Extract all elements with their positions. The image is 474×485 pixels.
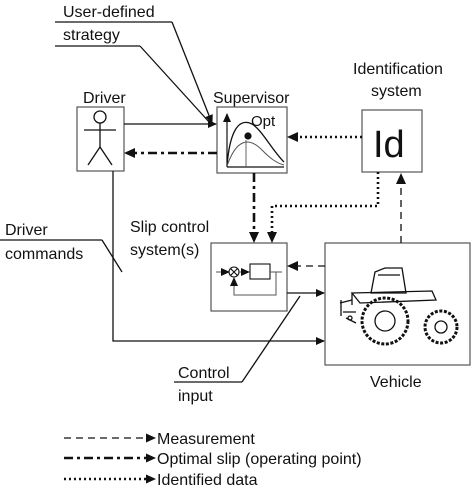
controller-block [249, 263, 271, 280]
slip-curve-icon [223, 113, 285, 168]
supervisor-title: Supervisor [213, 90, 290, 107]
id-label: Id [373, 124, 405, 166]
control-input-label: Control [178, 365, 230, 382]
id-to-slip-arrowhead [267, 232, 277, 243]
vehicle-to-id-arrowhead [396, 173, 406, 184]
driver-commands-leader [101, 239, 123, 273]
vehicle-title: Vehicle [370, 374, 422, 391]
strategy-label: strategy [63, 27, 120, 44]
control-input-leader [241, 295, 301, 383]
slip-control-box [210, 242, 288, 312]
control-input-label-2: input [178, 388, 213, 405]
slip-control-title: Slip control [130, 219, 209, 236]
driver-to-vehicle-arrow [112, 171, 325, 345]
user-strategy-leader-1 [171, 21, 213, 124]
driver-commands-label: Driver [5, 222, 48, 239]
user-strategy-leader-2 [139, 45, 211, 124]
slip-control-title-2: system(s) [130, 242, 199, 259]
vehicle-box [324, 242, 471, 366]
id-to-supervisor-arrowhead [287, 132, 298, 142]
supervisor-to-slip-arrowhead [249, 232, 259, 243]
legend-measurement: Measurement [157, 431, 255, 448]
driver-commands-label-2: commands [5, 246, 83, 263]
legend-optimal-slip: Optimal slip (operating point) [157, 451, 362, 468]
supervisor-to-driver-arrowhead [124, 148, 135, 158]
identification-box [361, 109, 423, 173]
stick-figure-icon [84, 110, 116, 166]
opt-label: Opt [251, 113, 276, 130]
operating-point-marker [244, 132, 252, 140]
id-to-slip-arrow [270, 172, 380, 234]
tractor-icon [339, 267, 459, 346]
identification-title: Identification [353, 61, 443, 78]
user-defined-label: User-defined [63, 4, 155, 21]
slip-feedback-loop [230, 272, 277, 296]
vehicle-to-slip-arrowhead [287, 261, 298, 271]
driver-title: Driver [83, 90, 126, 107]
legend: Measurement Optimal slip (operating poin… [64, 431, 362, 485]
legend-identified-data: Identified data [157, 472, 258, 485]
identification-title-2: system [371, 83, 422, 100]
